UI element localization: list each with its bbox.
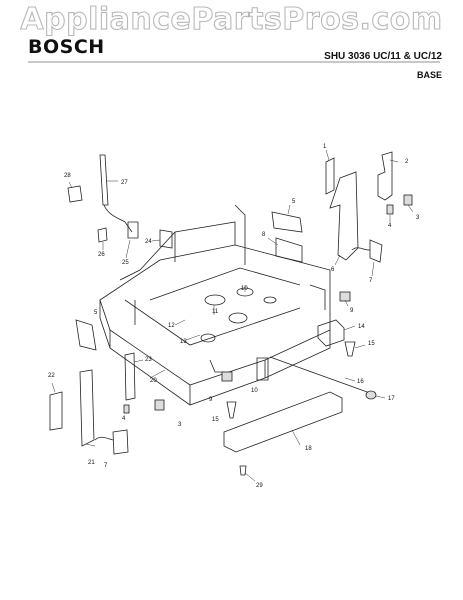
callout-13: 13 xyxy=(180,339,187,345)
part-9-foot xyxy=(221,371,233,382)
callout-8: 8 xyxy=(262,232,266,238)
model-number: SHU 3036 UC/11 & UC/12 xyxy=(324,51,442,62)
callout-2: 2 xyxy=(405,159,409,165)
part-4-switch xyxy=(386,204,394,215)
callout-3: 3 xyxy=(416,215,420,221)
callout-3: 3 xyxy=(178,422,182,428)
brand-logo: BOSCH xyxy=(28,36,105,58)
callout-24: 24 xyxy=(145,239,152,245)
callout-10: 10 xyxy=(251,388,258,394)
callout-20: 20 xyxy=(150,378,157,384)
leader-lines xyxy=(51,149,414,482)
callout-5: 5 xyxy=(292,199,296,205)
part-3-clip xyxy=(403,194,413,206)
section-title: BASE xyxy=(416,70,442,80)
part-9-foot-right xyxy=(339,291,351,302)
part-18-toekick xyxy=(223,391,343,453)
part-7-switch xyxy=(369,239,383,263)
part-15-foot-left xyxy=(226,401,237,419)
callout-10: 10 xyxy=(241,286,248,292)
callout-21: 21 xyxy=(88,460,95,466)
callout-18: 18 xyxy=(305,446,312,452)
callout-9: 9 xyxy=(209,397,213,403)
part-28-clamp xyxy=(67,185,83,203)
part-17-cap xyxy=(365,390,377,400)
callout-labels: 1234567891011121314151617182021222324252… xyxy=(48,144,420,489)
callout-9: 9 xyxy=(350,308,354,314)
part-7-left xyxy=(112,429,129,455)
part-5-hinge xyxy=(271,211,303,233)
callout-28: 28 xyxy=(64,173,71,179)
callout-4: 4 xyxy=(388,223,392,229)
part-4-left xyxy=(123,404,130,414)
callout-22: 22 xyxy=(48,373,55,379)
callout-5: 5 xyxy=(94,310,98,316)
part-25-elbow xyxy=(127,221,139,239)
part-26-clip xyxy=(97,227,108,243)
part-14-block xyxy=(317,319,345,347)
callout-15: 15 xyxy=(368,341,375,347)
callout-7: 7 xyxy=(104,463,108,469)
callout-12: 12 xyxy=(168,323,175,329)
callout-25: 25 xyxy=(122,260,129,266)
part-8-hinge xyxy=(275,237,303,263)
part-21-support xyxy=(79,369,95,447)
callout-6: 6 xyxy=(331,267,335,273)
callout-15: 15 xyxy=(212,417,219,423)
callout-4: 4 xyxy=(122,416,126,422)
part-6-support xyxy=(329,171,359,261)
part-2-bracket xyxy=(377,151,393,201)
callout-14: 14 xyxy=(358,324,365,330)
callout-7: 7 xyxy=(369,278,373,284)
part-16-rod xyxy=(269,356,371,394)
part-27-hose xyxy=(99,154,109,206)
part-29-screw xyxy=(239,465,247,476)
callout-27: 27 xyxy=(121,180,128,186)
part-3-left xyxy=(154,399,165,411)
callout-29: 29 xyxy=(256,483,263,489)
part-24-spring xyxy=(159,229,173,249)
callout-1: 1 xyxy=(323,144,327,150)
part-23-bracket xyxy=(124,352,136,401)
part-22-bracket xyxy=(49,391,63,431)
callout-11: 11 xyxy=(212,309,219,315)
part-5-hinge-left xyxy=(75,319,97,351)
callout-16: 16 xyxy=(357,379,364,385)
part-15-foot xyxy=(344,341,356,357)
callout-17: 17 xyxy=(388,396,395,402)
part-1-bracket xyxy=(325,157,335,195)
callout-26: 26 xyxy=(98,252,105,258)
base-frame-part xyxy=(99,204,331,406)
part-10-leveling xyxy=(256,357,269,381)
callout-23: 23 xyxy=(145,357,152,363)
watermark: AppliancePartsPros.com xyxy=(20,1,443,37)
